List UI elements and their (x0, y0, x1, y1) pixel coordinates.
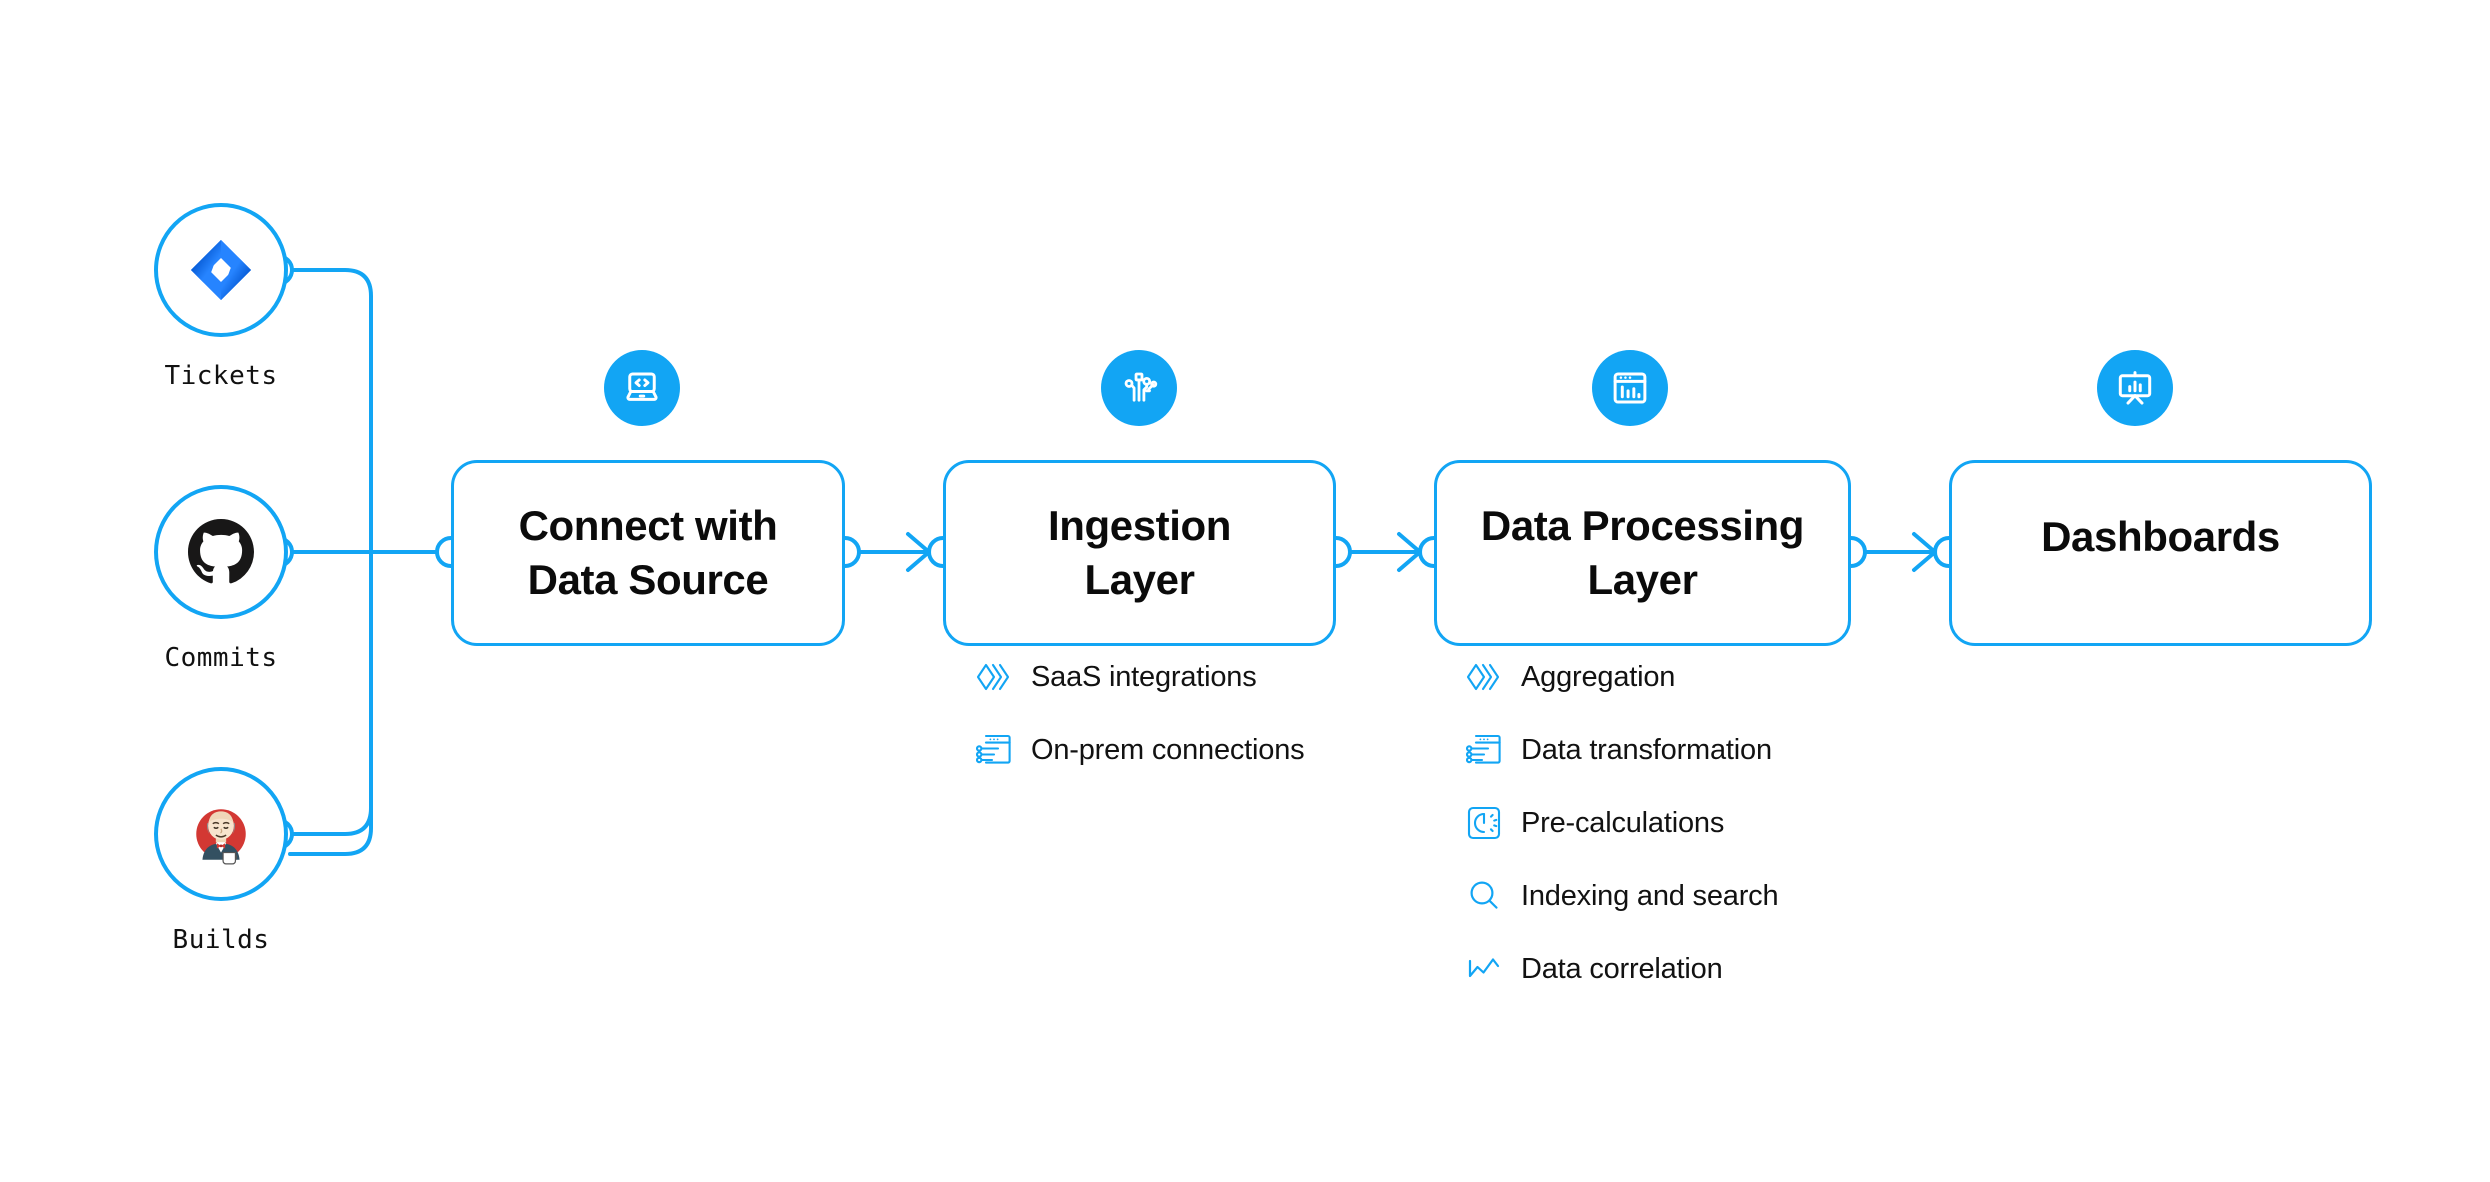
stage-box-processing[interactable]: Data Processing Layer (1434, 460, 1851, 646)
stage-box-connect[interactable]: Connect with Data Source (451, 460, 845, 646)
source-label-tickets: Tickets (164, 361, 278, 391)
wire-source-bus (288, 268, 373, 856)
stage-box-dashboards[interactable]: Dashboards (1949, 460, 2372, 646)
arrow-right-icon (1348, 532, 1422, 572)
arrow-right-icon (857, 532, 931, 572)
server-window-icon (1465, 731, 1503, 769)
wire-builds-join (290, 806, 373, 836)
magnifier-icon (1465, 877, 1503, 915)
feature-label: SaaS integrations (1031, 660, 1257, 693)
source-label-builds: Builds (172, 925, 270, 955)
stage-title-connect: Connect with Data Source (518, 502, 778, 603)
jira-icon (154, 203, 288, 337)
server-window-icon (975, 731, 1013, 769)
arrow-right-icon (1863, 532, 1937, 572)
stage-title-dashboards: Dashboards (2041, 513, 2280, 561)
feature-label: Pre-calculations (1521, 806, 1725, 839)
line-chart-icon (1465, 950, 1503, 988)
stage-title-processing: Data Processing Layer (1480, 502, 1805, 603)
feature-label: Aggregation (1521, 660, 1676, 693)
laptop-code-icon (604, 350, 680, 426)
feature-label: Data transformation (1521, 733, 1772, 766)
stage-title-ingestion: Ingestion Layer (1047, 502, 1232, 603)
source-node-tickets[interactable]: Tickets (154, 203, 288, 391)
window-bar-chart-icon (1592, 350, 1668, 426)
feature-item: SaaS integrations (975, 655, 1304, 699)
feature-item: Data correlation (1465, 947, 1778, 991)
source-label-commits: Commits (164, 643, 278, 673)
presentation-chart-icon (2097, 350, 2173, 426)
feature-item: On-prem connections (975, 728, 1305, 772)
feature-item: Pre-calculations (1465, 801, 1778, 845)
feature-item: Indexing and search (1465, 874, 1779, 918)
stage-box-ingestion[interactable]: Ingestion Layer (943, 460, 1336, 646)
source-node-commits[interactable]: Commits (154, 485, 288, 673)
chevrons-stack-icon (975, 658, 1013, 696)
feature-item: Aggregation (1465, 655, 1778, 699)
feature-list-processing: Aggregation Data transformation (1465, 655, 1779, 1020)
gauge-square-icon (1465, 804, 1503, 842)
feature-list-ingestion: SaaS integrations On-prem conne (975, 655, 1305, 801)
feature-label: On-prem connections (1031, 733, 1305, 766)
source-node-builds[interactable]: Builds (154, 767, 288, 955)
feature-item: Data transformation (1465, 728, 1778, 772)
feature-label: Indexing and search (1521, 879, 1779, 912)
github-icon (154, 485, 288, 619)
chevrons-stack-icon (1465, 658, 1503, 696)
source-ring (154, 485, 288, 619)
circuit-nodes-icon (1101, 350, 1177, 426)
jenkins-icon (154, 767, 288, 901)
feature-label: Data correlation (1521, 952, 1723, 985)
